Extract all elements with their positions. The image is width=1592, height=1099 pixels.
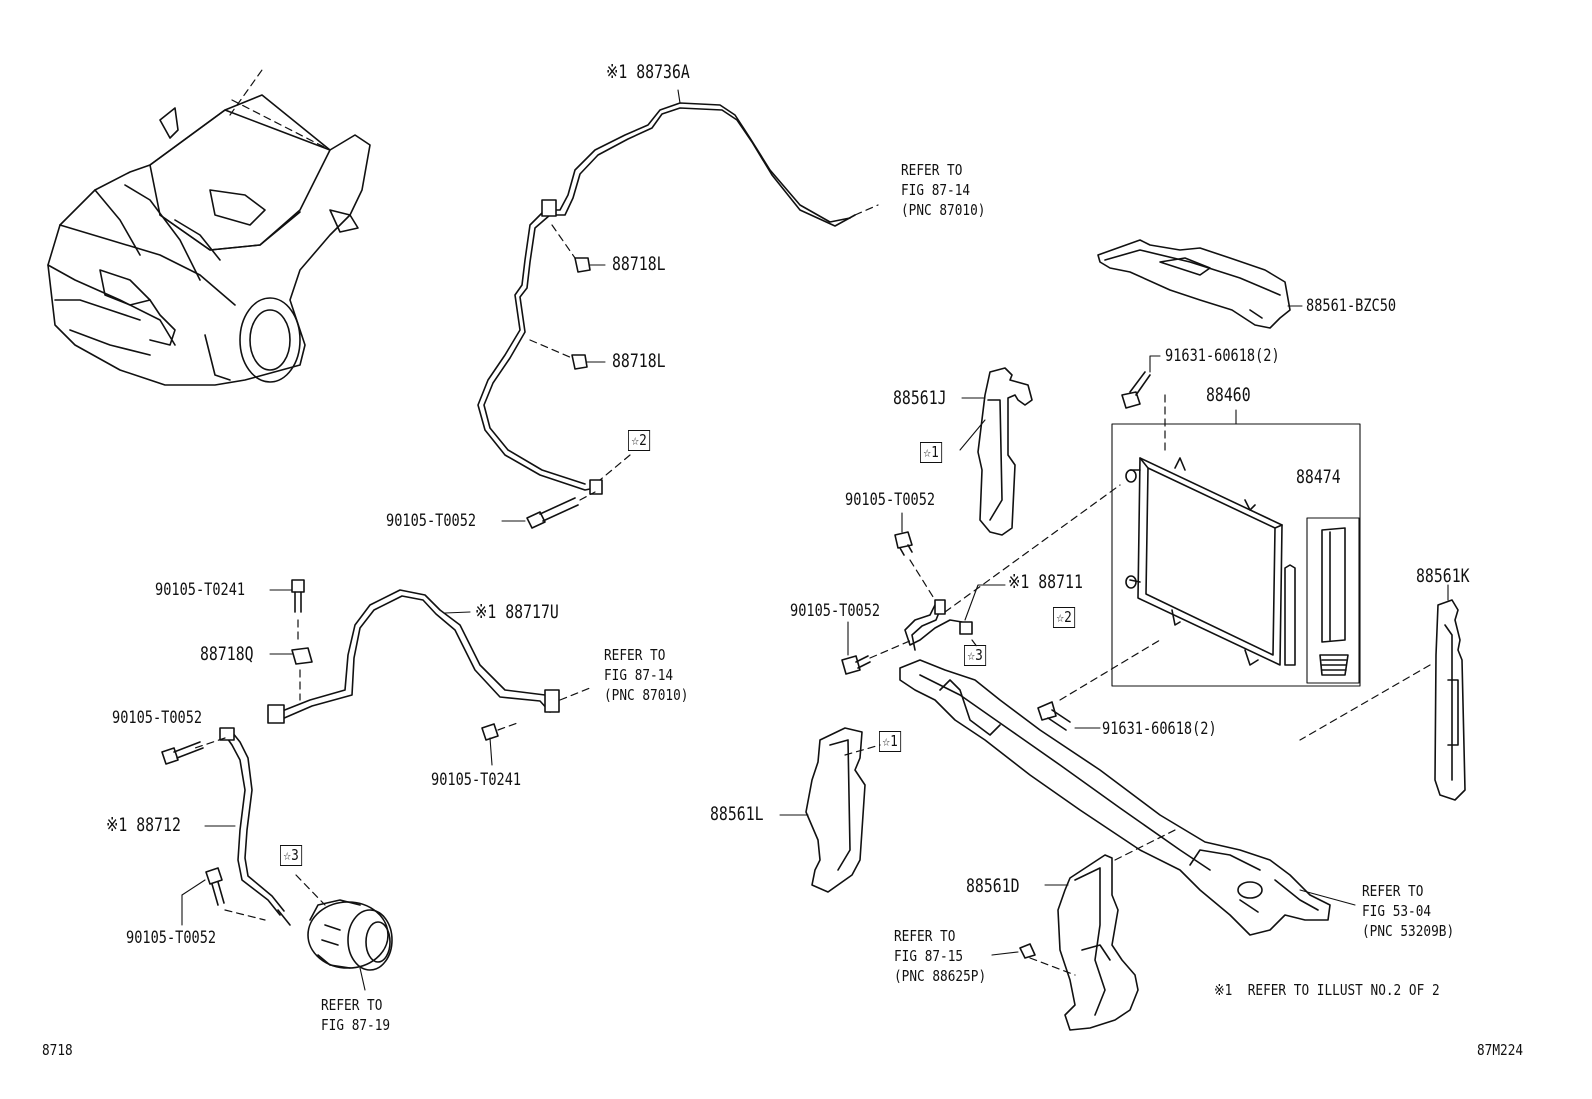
compressor [295, 874, 393, 991]
label-88718L-b: 88718L [612, 350, 666, 372]
label-88712: ※1 88712 [106, 814, 181, 836]
label-88561K: 88561K [1416, 565, 1470, 587]
clip-88718L-b [529, 339, 606, 370]
pipe-88711 [904, 484, 1121, 651]
star-2-badge-b: ☆2 [1053, 607, 1076, 628]
bracket-88561J [959, 367, 1033, 536]
refer-fig-87-14-b: REFER TO FIG 87-14 (PNC 87010) [604, 646, 689, 704]
bolt-90105-T0052-c [841, 621, 913, 675]
label-88460: 88460 [1206, 384, 1251, 406]
footnote-refer-illust: ※1 REFER TO ILLUST NO.2 OF 2 [1214, 981, 1440, 999]
bracket-88561K [1299, 584, 1466, 801]
star-1-badge-b: ☆1 [879, 731, 902, 752]
bracket-88561L [779, 727, 881, 893]
label-90105-T0241-b: 90105-T0241 [431, 770, 522, 790]
label-88561J: 88561J [893, 387, 947, 409]
label-88718Q: 88718Q [200, 643, 254, 665]
label-91631-60618-a: 91631-60618(2) [1165, 346, 1280, 366]
label-90105-T0052-c: 90105-T0052 [790, 601, 881, 621]
label-90105-T0052-e: 90105-T0052 [126, 928, 217, 948]
label-88711: ※1 88711 [1008, 571, 1083, 593]
radiator-support [899, 659, 1356, 936]
label-88717U: ※1 88717U [475, 601, 559, 623]
label-88561D: 88561D [966, 875, 1020, 897]
label-90105-T0052-d: 90105-T0052 [112, 708, 203, 728]
pipe-88712 [194, 727, 291, 926]
refer-fig-87-19: REFER TO FIG 87-19 [321, 996, 391, 1034]
dryer-88474 [1306, 517, 1360, 684]
refer-fig-87-14-a: REFER TO FIG 87-14 (PNC 87010) [901, 161, 986, 219]
bolt-90105-T0052-e [181, 867, 266, 926]
bolt-90105-T0241-a [269, 579, 305, 641]
label-88561-BZC50: 88561-BZC50 [1306, 296, 1397, 316]
label-88474: 88474 [1296, 466, 1341, 488]
label-90105-T0052-a: 90105-T0052 [386, 511, 477, 531]
label-91631-60618-b: 91631-60618(2) [1102, 719, 1217, 739]
clip-88718Q [269, 647, 313, 701]
figure-number: 8718 [42, 1041, 73, 1059]
clip-88718L-a [551, 224, 606, 273]
label-88718L-a: 88718L [612, 253, 666, 275]
bolt-90105-T0052-d [161, 741, 204, 765]
star-3-badge-a: ☆3 [964, 645, 987, 666]
refer-fig-87-15: REFER TO FIG 87-15 (PNC 88625P) [894, 927, 987, 985]
bolt-90105-T0241-b [481, 721, 521, 766]
condenser-assembly-88460 [1111, 409, 1361, 687]
vehicle-illustration [47, 69, 371, 386]
star-3-badge-b: ☆3 [280, 845, 303, 866]
clip-88625P [991, 943, 1036, 959]
label-90105-T0241-a: 90105-T0241 [155, 580, 246, 600]
refer-fig-53-04: REFER TO FIG 53-04 (PNC 53209B) [1362, 882, 1455, 940]
bolt-90105-T0052-b [894, 512, 936, 601]
label-88736A: ※1 88736A [606, 61, 690, 83]
illustration-code: 87M224 [1477, 1041, 1524, 1059]
bolt-90105-T0052-a [501, 454, 631, 529]
label-90105-T0052-b: 90105-T0052 [845, 490, 936, 510]
star-2-badge: ☆2 [628, 430, 651, 451]
cover-88561-BZC50 [1097, 239, 1303, 329]
label-88561L: 88561L [710, 803, 764, 825]
pipe-88736A [477, 89, 879, 495]
bracket-88561D [1029, 829, 1176, 1031]
bolt-91631-60618-a [1121, 355, 1166, 456]
bolt-91631-60618-b [1037, 639, 1161, 731]
star-1-badge-a: ☆1 [920, 442, 943, 463]
pipe-88717U [267, 589, 591, 724]
